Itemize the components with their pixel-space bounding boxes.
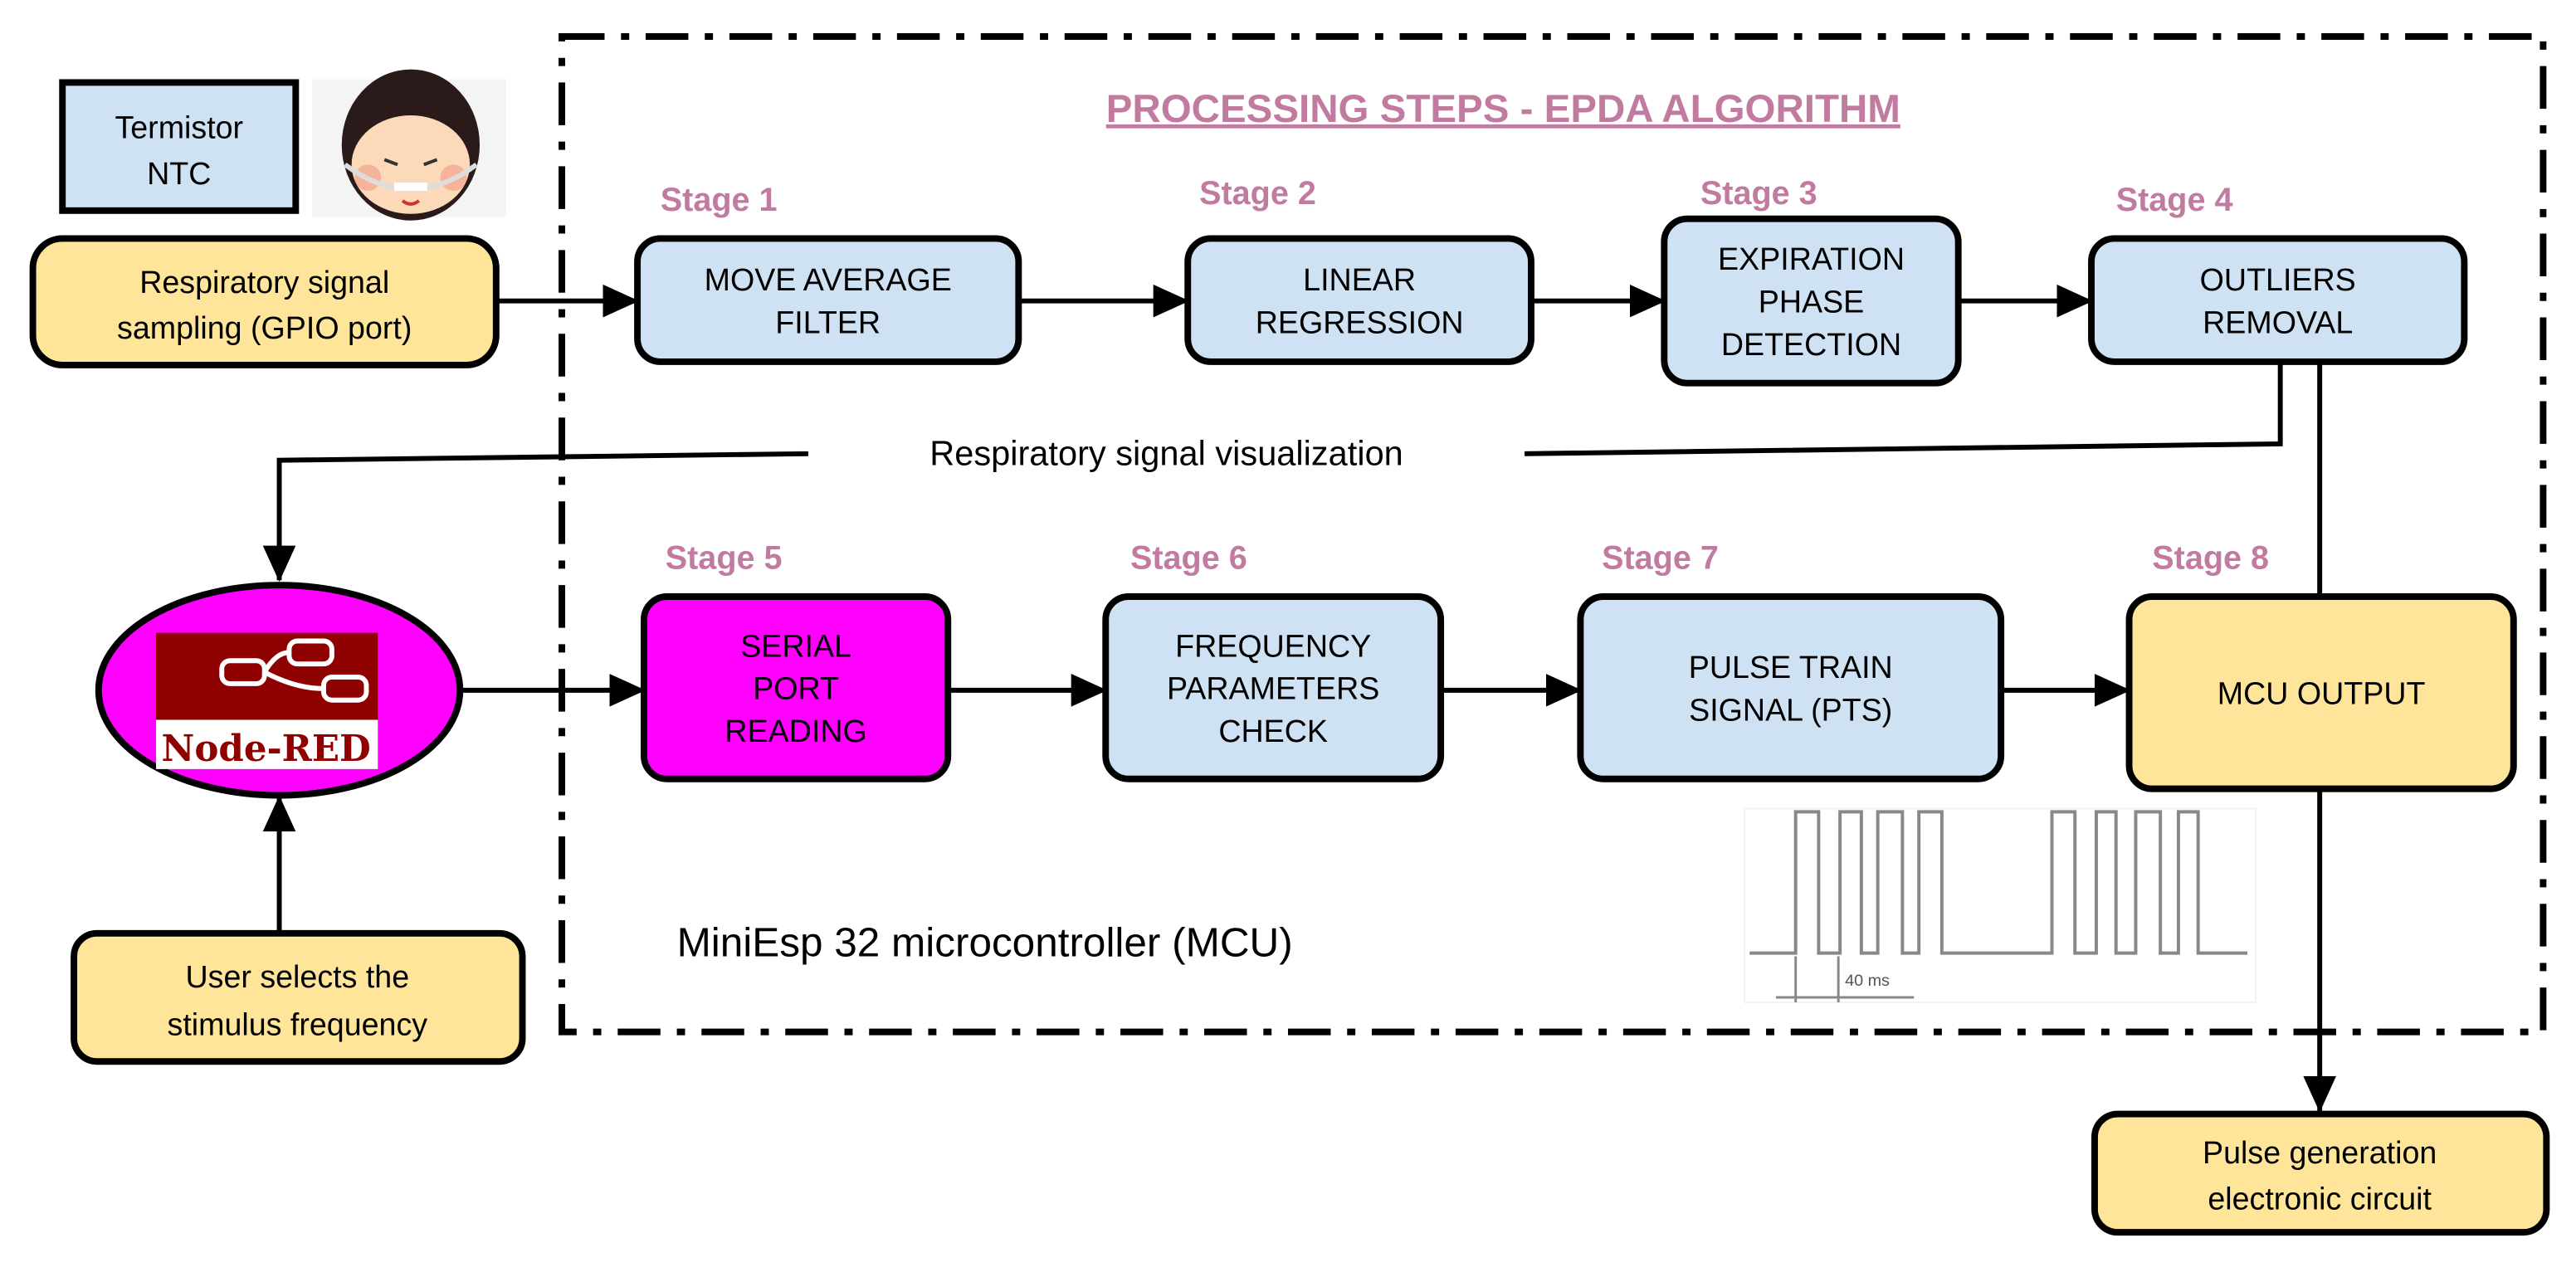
nodered-flow-icon — [219, 638, 369, 703]
connectors — [262, 284, 2336, 1113]
stage-2-group: Stage 2 LINEAR REGRESSION — [1184, 175, 1534, 365]
stage-1-text-line: FILTER — [775, 305, 881, 339]
stage-7-group: Stage 7 PULSE TRAIN SIGNAL (PTS) — [1577, 539, 2005, 782]
patient-cannula-icon — [312, 69, 506, 221]
mcu-boundary — [559, 33, 2547, 1036]
thermistor-line2: NTC — [147, 156, 211, 191]
thermistor-box: Termistor NTC — [59, 79, 300, 214]
stage-8-text-line: MCU OUTPUT — [2217, 676, 2426, 711]
user-line1: User selects the — [185, 959, 409, 994]
nodered-node: Node-RED — [95, 582, 464, 799]
pulse-train-waveform — [1749, 810, 2248, 955]
stage-4-box — [2088, 235, 2468, 365]
stage-7-box — [1577, 593, 2005, 782]
stage-6-label: Stage 6 — [1130, 539, 1247, 576]
nodered-logo-text: Node-RED — [162, 728, 371, 770]
pulse-generation-box: Pulse generation electronic circuit — [2091, 1110, 2550, 1236]
stage-3-label: Stage 3 — [1700, 175, 1817, 212]
visualization-label: Respiratory signal visualization — [929, 434, 1403, 473]
stage-2-box — [1184, 235, 1534, 365]
stage-6-text-line: CHECK — [1218, 714, 1328, 748]
stage-3-text-line: DETECTION — [1721, 327, 1901, 362]
visualization-line-right — [1525, 361, 2283, 456]
stage-2-text-line: REGRESSION — [1256, 305, 1464, 339]
stage-3-text-line: PHASE — [1759, 285, 1865, 319]
pulsegen-line1: Pulse generation — [2203, 1135, 2437, 1170]
sampling-line1: Respiratory signal — [139, 265, 389, 300]
stage-6-text-line: FREQUENCY — [1175, 628, 1371, 663]
stage-1-box — [634, 235, 1022, 365]
stage-5-text-line: PORT — [753, 671, 839, 706]
period-marker — [1775, 956, 1915, 1002]
stage-2-text-line: LINEAR — [1303, 262, 1416, 297]
diagram-title: PROCESSING STEPS - EPDA ALGORITHM — [1106, 87, 1900, 131]
stage-5-label: Stage 5 — [666, 539, 783, 576]
stage-4-label: Stage 4 — [2116, 182, 2233, 218]
stage-1-group: Stage 1 MOVE AVERAGE FILTER — [634, 182, 1022, 365]
mcu-label: MiniEsp 32 microcontroller (MCU) — [677, 920, 1293, 966]
stage-7-label: Stage 7 — [1602, 539, 1719, 576]
stage-7-text-line: SIGNAL (PTS) — [1689, 692, 1892, 727]
stage-5-text-line: READING — [724, 714, 866, 748]
sampling-line2: sampling (GPIO port) — [117, 310, 412, 345]
stage-3-group: Stage 3 EXPIRATION PHASE DETECTION — [1661, 175, 1962, 387]
stage-1-label: Stage 1 — [661, 182, 778, 218]
stage-7-text-line: PULSE TRAIN — [1689, 650, 1893, 685]
stage-6-text-line: PARAMETERS — [1167, 671, 1379, 706]
pulse-train-illustration: 40 ms — [1744, 807, 2256, 1003]
pulsegen-line2: electronic circuit — [2208, 1181, 2432, 1216]
period-label: 40 ms — [1845, 972, 1890, 990]
stage-4-group: Stage 4 OUTLIERS REMOVAL — [2088, 182, 2468, 365]
stage-4-text-line: REMOVAL — [2203, 305, 2353, 339]
stage-4-text-line: OUTLIERS — [2200, 262, 2356, 297]
user-frequency-box: User selects the stimulus frequency — [71, 929, 526, 1065]
stage-3-text-line: EXPIRATION — [1718, 241, 1905, 276]
user-line2: stimulus frequency — [168, 1007, 428, 1042]
stage-2-label: Stage 2 — [1199, 175, 1316, 212]
stage-6-group: Stage 6 FREQUENCY PARAMETERS CHECK — [1102, 539, 1445, 782]
visualization-line-left — [262, 451, 808, 582]
stage-5-text-line: SERIAL — [740, 628, 851, 663]
stage-5-group: Stage 5 SERIAL PORT READING — [641, 539, 952, 782]
thermistor-line1: Termistor — [115, 110, 243, 145]
sampling-box: Respiratory signal sampling (GPIO port) — [29, 235, 500, 368]
stage-8-label: Stage 8 — [2152, 539, 2269, 576]
stage-1-text-line: MOVE AVERAGE — [705, 262, 952, 297]
